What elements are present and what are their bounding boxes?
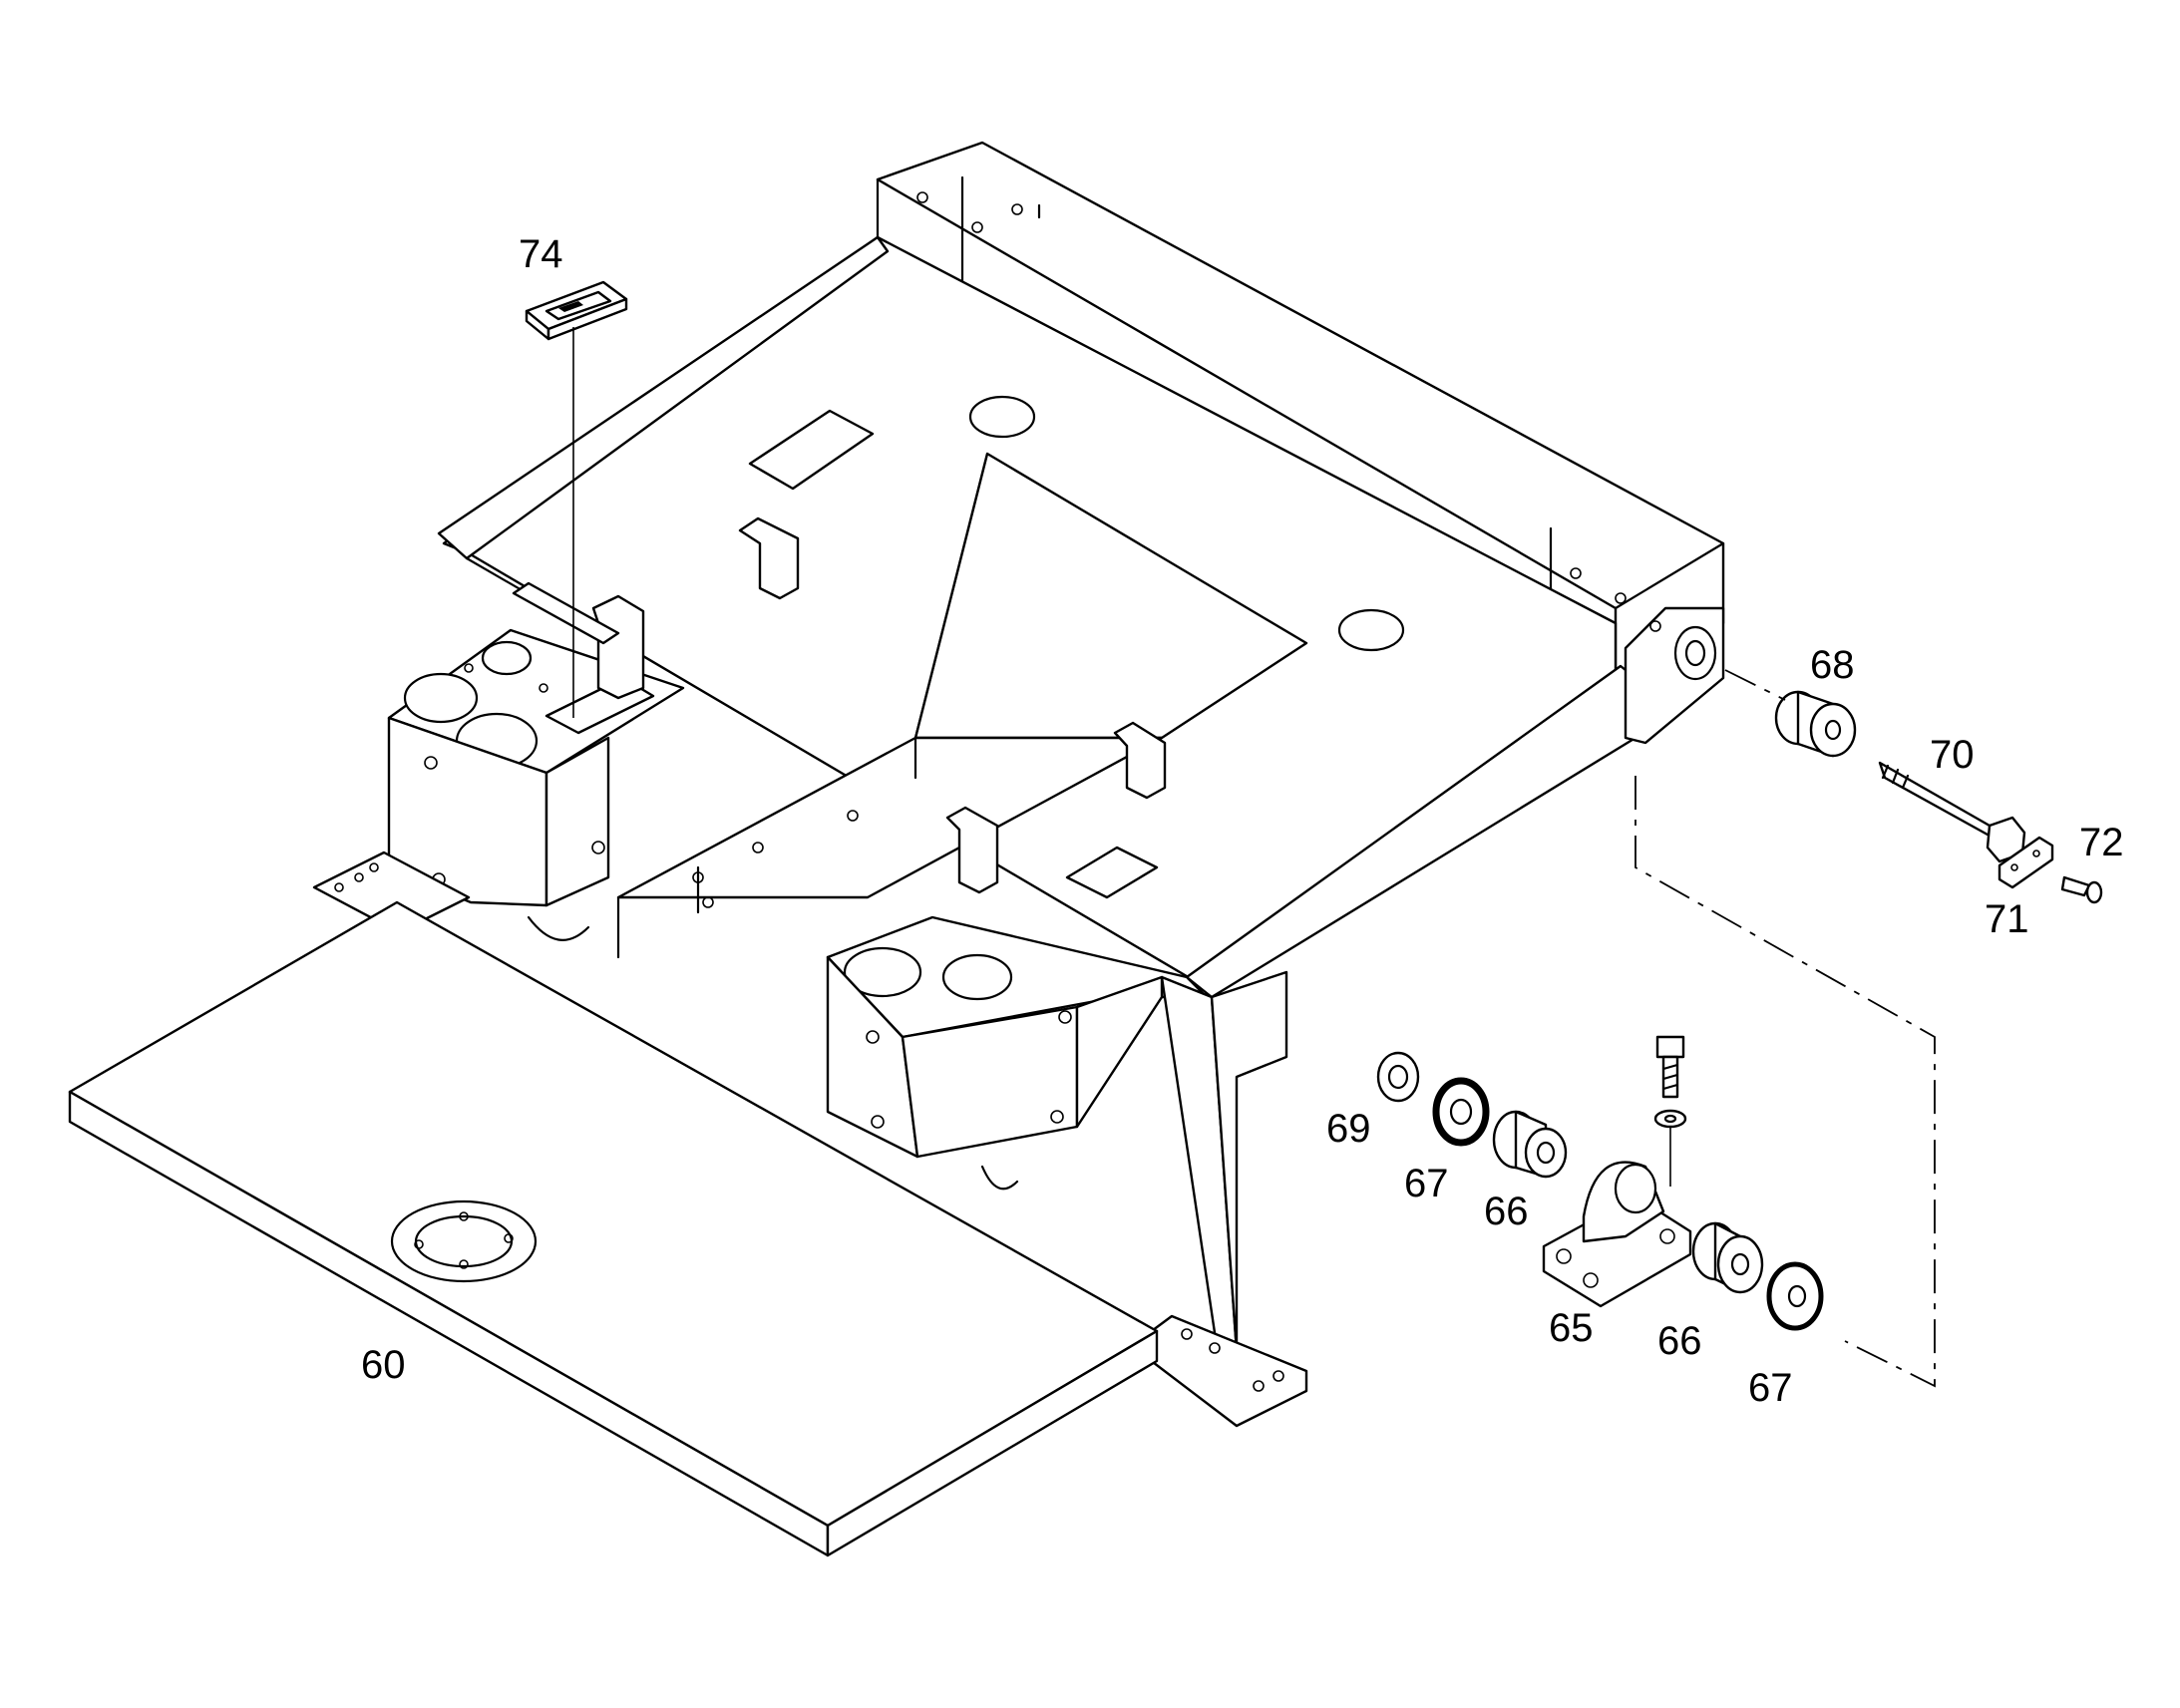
- part-bolt-vertical: [1653, 1035, 1687, 1187]
- callout-66-left: 66: [1484, 1190, 1529, 1233]
- callout-71: 71: [1985, 897, 2029, 941]
- callout-68: 68: [1810, 643, 1855, 687]
- part-67-washer-right: [1766, 1261, 1824, 1331]
- part-65-pillow-block: [1542, 1161, 1692, 1308]
- lock-plate-71: [1998, 836, 2054, 889]
- floor-plate-60: [68, 900, 1159, 1557]
- callout-69: 69: [1326, 1107, 1371, 1151]
- bushing-68: [1774, 690, 1857, 758]
- screw-72: [2060, 875, 2103, 904]
- callout-67-right: 67: [1748, 1366, 1793, 1410]
- callout-66-right: 66: [1657, 1319, 1702, 1363]
- callout-65: 65: [1549, 1306, 1594, 1350]
- callout-70: 70: [1930, 733, 1975, 777]
- callout-72: 72: [2079, 821, 2124, 864]
- callout-60: 60: [361, 1343, 406, 1387]
- part-66-bushing-right: [1691, 1221, 1764, 1294]
- assembly-leader: [1635, 669, 1936, 1388]
- switch-74: [525, 280, 628, 718]
- part-69-washer: [1376, 1051, 1420, 1103]
- bolt-70: [1878, 761, 2026, 863]
- part-67-ring-left: [1432, 1077, 1490, 1147]
- part-66-bushing-left: [1492, 1110, 1568, 1179]
- callout-67-left: 67: [1404, 1162, 1449, 1205]
- callout-74: 74: [519, 232, 563, 276]
- main-frame: [312, 141, 1725, 1428]
